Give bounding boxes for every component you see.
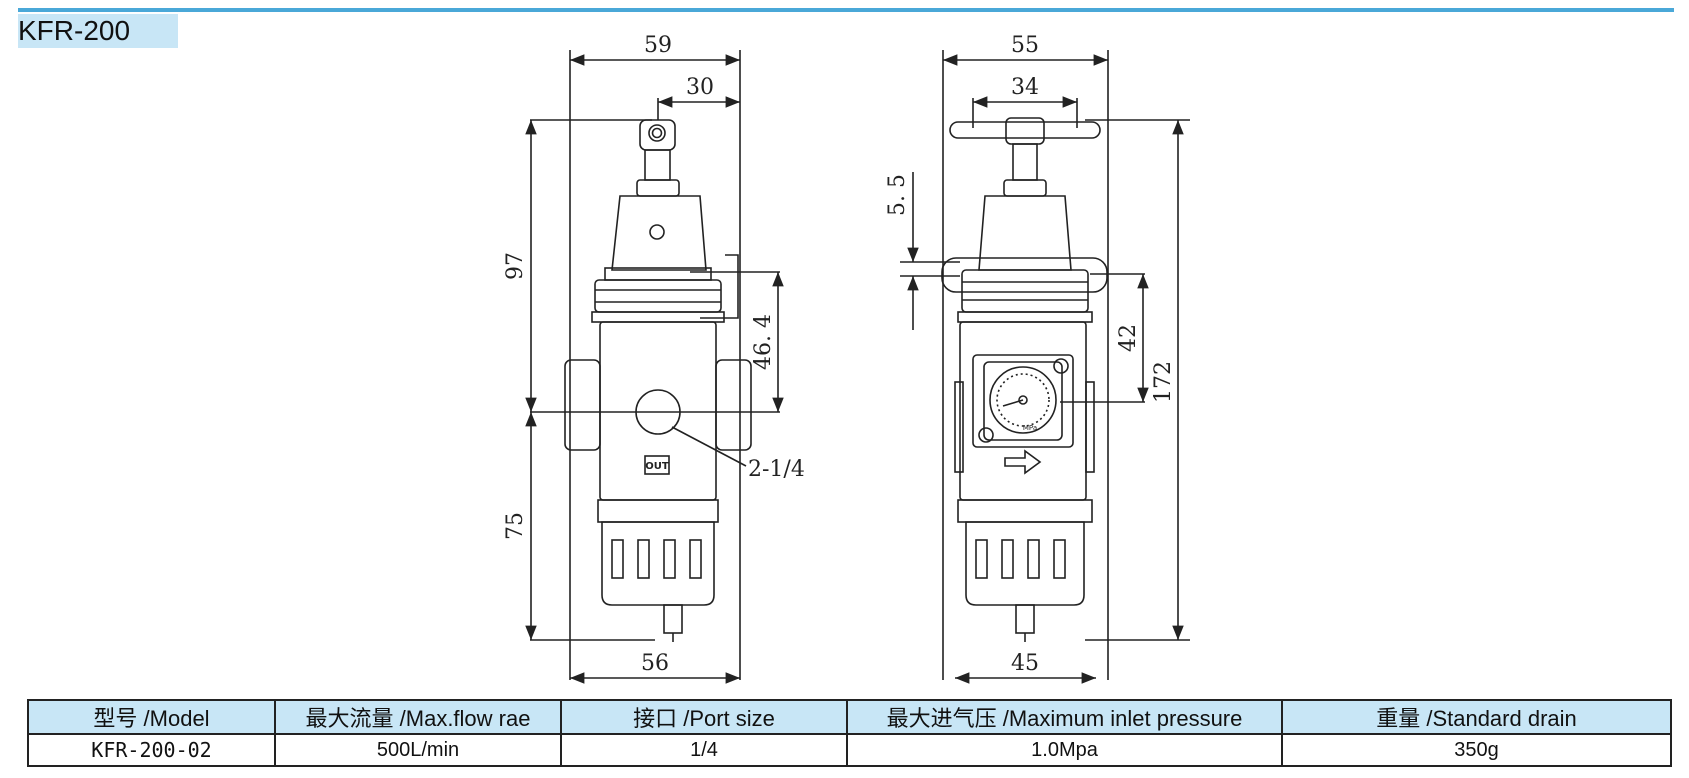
header-rule xyxy=(18,8,1674,12)
gauge-unit-label: MPa xyxy=(1023,424,1037,432)
technical-drawing: 59 30 97 46. 4 75 56 2-1/4 OUT xyxy=(503,33,1190,684)
dim-half-30: 30 xyxy=(686,75,714,100)
dim-height-42: 42 xyxy=(1116,324,1141,352)
dim-width-55: 55 xyxy=(1011,33,1039,58)
dim-height-75: 75 xyxy=(503,512,528,540)
model-title: KFR-200 xyxy=(18,14,178,48)
dim-width-56: 56 xyxy=(641,651,669,676)
cell-weight: 350g xyxy=(1281,733,1672,767)
dim-bracket-5-5: 5. 5 xyxy=(885,174,910,216)
dim-height-172: 172 xyxy=(1151,361,1176,403)
dim-height-97: 97 xyxy=(503,252,528,280)
spec-table: 型号 /Model 最大流量 /Max.flow rae 接口 /Port si… xyxy=(27,699,1672,767)
out-badge: OUT xyxy=(645,461,669,472)
table-row: KFR-200-02 500L/min 1/4 1.0Mpa 350g xyxy=(27,733,1672,767)
header-weight: 重量 /Standard drain xyxy=(1281,699,1672,735)
left-view xyxy=(525,50,784,684)
header-model: 型号 /Model xyxy=(27,699,276,735)
cell-max-flow: 500L/min xyxy=(274,733,562,767)
header-max-inlet-pressure: 最大进气压 /Maximum inlet pressure xyxy=(846,699,1283,735)
cell-model: KFR-200-02 xyxy=(27,733,276,767)
cell-max-inlet-pressure: 1.0Mpa xyxy=(846,733,1283,767)
header-port-size: 接口 /Port size xyxy=(560,699,848,735)
dim-width-59: 59 xyxy=(644,33,672,58)
cell-port-size: 1/4 xyxy=(560,733,848,767)
spec-header-row: 型号 /Model 最大流量 /Max.flow rae 接口 /Port si… xyxy=(27,699,1672,735)
header-max-flow: 最大流量 /Max.flow rae xyxy=(274,699,562,735)
dim-height-46-4: 46. 4 xyxy=(751,314,776,370)
port-size-label: 2-1/4 xyxy=(748,457,805,482)
dim-width-45: 45 xyxy=(1011,651,1039,676)
dim-width-34: 34 xyxy=(1011,75,1039,100)
right-view xyxy=(900,50,1190,684)
